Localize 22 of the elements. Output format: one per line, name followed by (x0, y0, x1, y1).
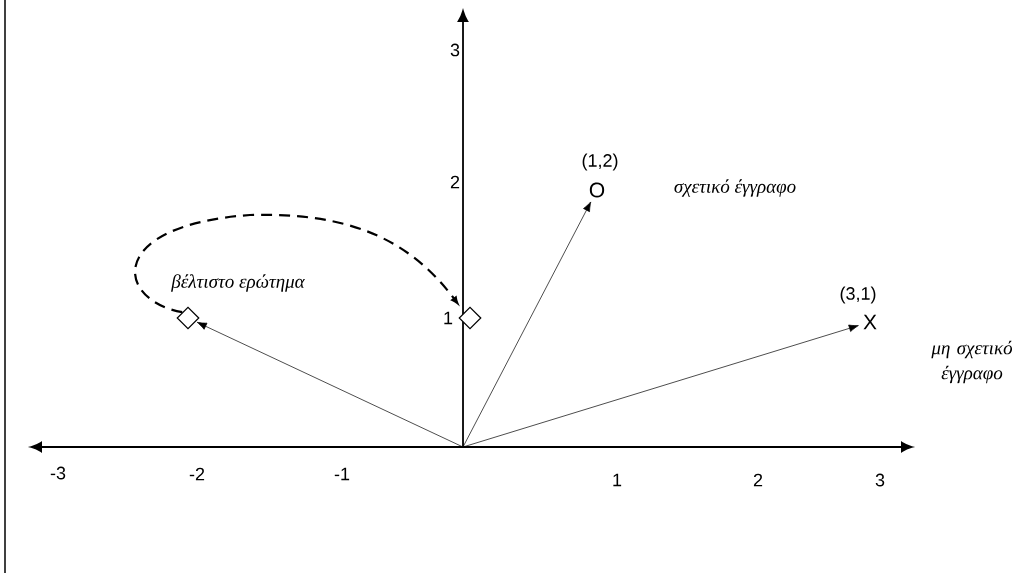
vector-arrow (462, 201, 592, 448)
tick-label: -2 (189, 467, 205, 481)
tick-label: -3 (50, 466, 66, 480)
point-label: βέλτιστο ερώτημα (171, 274, 305, 292)
point-marker: O (589, 182, 605, 198)
tick-label: 2 (450, 175, 460, 189)
point-label: (1,2) (582, 153, 618, 171)
vector-arrow (196, 322, 464, 448)
vector-arrow (462, 324, 859, 448)
diamond-marker (458, 306, 482, 330)
point-marker: X (863, 314, 877, 330)
point-label: σχετικό έγγραφο (674, 179, 796, 197)
tick-label: -1 (334, 467, 350, 481)
curved-arrow (134, 213, 459, 314)
tick-label: 1 (613, 473, 622, 487)
tick-label: 1 (444, 311, 453, 325)
point-label: μη σχετικό έγγραφο (931, 340, 1013, 384)
tick-label: 3 (875, 473, 885, 487)
diamond-marker (176, 306, 200, 330)
point-label: (3,1) (840, 286, 876, 304)
tick-label: 2 (753, 473, 763, 487)
tick-label: 3 (450, 43, 460, 57)
